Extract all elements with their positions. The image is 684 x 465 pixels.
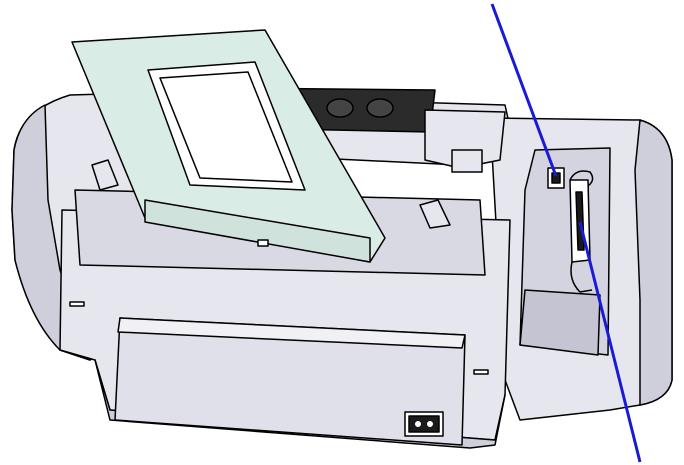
port-latch-bottom	[570, 261, 593, 293]
parallel-port-callout-line	[578, 221, 642, 463]
parallel-port-slot	[575, 191, 585, 251]
paper-support-opening	[147, 61, 306, 191]
paper-guide-right	[419, 199, 451, 229]
rear-connector-cover-top	[117, 317, 466, 349]
paper-support-inner-bevel	[159, 71, 293, 183]
printer-right-side-shade	[634, 119, 673, 406]
cover-knob-right	[366, 98, 394, 118]
ac-pin-left	[415, 421, 421, 427]
port-latch-top	[569, 170, 594, 187]
paper-guide-left	[91, 159, 119, 191]
interface-bay-lower	[519, 289, 601, 356]
ac-pin-right	[427, 421, 433, 427]
ac-power-inlet-inner	[408, 415, 440, 433]
right-slot	[473, 369, 489, 375]
left-slot	[69, 301, 85, 307]
paper-support-bottom-lip	[144, 199, 371, 263]
hinge-tab	[451, 149, 483, 173]
usb-port-callout-line	[490, 3, 558, 177]
cover-knob-left	[326, 98, 354, 118]
support-tab	[257, 239, 269, 247]
